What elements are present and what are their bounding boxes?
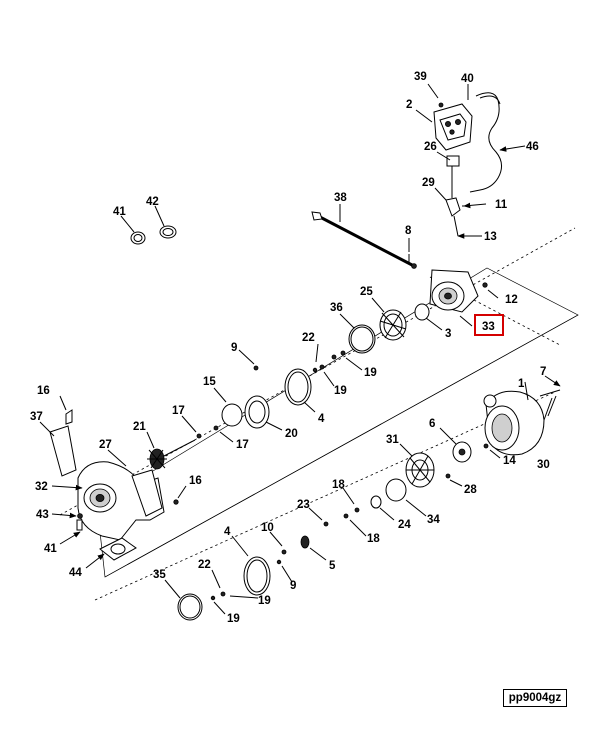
callout-24: 24 (398, 519, 411, 531)
callout-14: 14 (503, 455, 516, 467)
callout-12: 12 (505, 294, 518, 306)
callout-labels: 39 40 2 46 26 29 11 13 38 8 41 42 12 33 … (30, 71, 550, 625)
callout-19: 19 (258, 595, 271, 607)
callout-4: 4 (318, 413, 325, 425)
callout-6: 6 (429, 418, 435, 430)
callout-8: 8 (405, 225, 412, 237)
callout-35: 35 (153, 569, 166, 581)
actuator-assembly (433, 92, 502, 237)
turbine-housing (49, 409, 179, 561)
callout-25: 25 (360, 286, 373, 298)
callout-20: 20 (285, 428, 298, 440)
callout-16: 16 (189, 475, 202, 487)
callout-16: 16 (37, 385, 50, 397)
callout-27: 27 (99, 439, 112, 451)
actuator-rod (311, 211, 417, 269)
callout-37: 37 (30, 411, 43, 423)
callout-2: 2 (406, 99, 412, 111)
callout-44: 44 (69, 567, 82, 579)
callout-3: 3 (445, 328, 451, 340)
reference-code: pp9004gz (503, 689, 567, 707)
callout-9: 9 (231, 342, 237, 354)
callout-7: 7 (540, 366, 546, 378)
callout-15: 15 (203, 376, 216, 388)
callout-31: 31 (386, 434, 399, 446)
turbine-wheel (147, 439, 196, 470)
callout-13: 13 (484, 231, 497, 243)
callout-30: 30 (537, 459, 550, 471)
bearing-parts-row (196, 364, 325, 439)
callout-41: 41 (44, 543, 57, 555)
callout-40: 40 (461, 73, 474, 85)
callout-17: 17 (172, 405, 185, 417)
callout-22: 22 (198, 559, 211, 571)
callout-22: 22 (302, 332, 315, 344)
callout-19: 19 (227, 613, 240, 625)
callout-23: 23 (297, 499, 310, 511)
loose-clamps (130, 225, 177, 245)
compressor-wheel-parts (300, 441, 472, 549)
callout-28: 28 (464, 484, 477, 496)
callout-41: 41 (113, 206, 126, 218)
callout-10: 10 (261, 522, 274, 534)
compressor-cover (483, 389, 561, 456)
callout-29: 29 (422, 177, 435, 189)
callout-19: 19 (364, 367, 377, 379)
callout-33: 33 (482, 321, 495, 333)
callout-18: 18 (332, 479, 345, 491)
callout-26: 26 (424, 141, 437, 153)
callout-39: 39 (414, 71, 427, 83)
leader-lines (39, 83, 561, 615)
callout-4: 4 (224, 526, 231, 538)
callout-38: 38 (334, 192, 347, 204)
callout-18: 18 (367, 533, 380, 545)
callout-43: 43 (36, 509, 49, 521)
callout-11: 11 (495, 199, 508, 211)
callout-19: 19 (334, 385, 347, 397)
callout-46: 46 (526, 141, 539, 153)
callout-21: 21 (133, 421, 146, 433)
lower-parts-row (177, 549, 287, 621)
callout-42: 42 (146, 196, 159, 208)
callout-1: 1 (518, 378, 525, 390)
callout-9: 9 (290, 580, 296, 592)
callout-5: 5 (329, 560, 336, 572)
highlight-box (474, 314, 504, 336)
center-housing-right (331, 269, 488, 360)
callout-17: 17 (236, 439, 249, 451)
callout-36: 36 (330, 302, 343, 314)
callout-34: 34 (427, 514, 440, 526)
callout-32: 32 (35, 481, 48, 493)
